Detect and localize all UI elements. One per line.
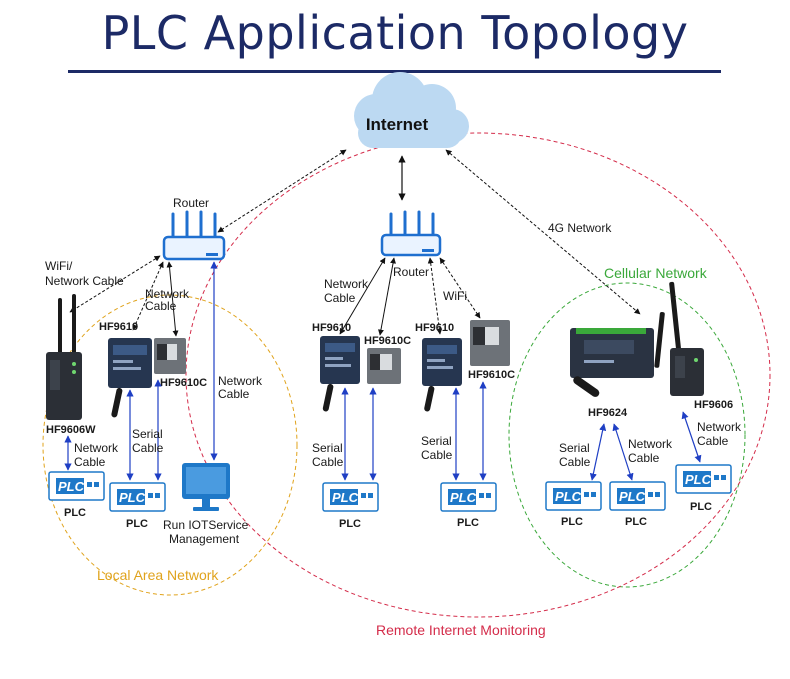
label-netcab-cell2-1: Network	[697, 420, 742, 434]
label-serial-c1-2: Cable	[312, 455, 344, 469]
label-wifi-center: WiFi	[443, 289, 467, 303]
label-serial-cell-2: Cable	[559, 455, 591, 469]
link-router-center-hf9610c-2	[439, 257, 481, 319]
hf9624-device-icon	[570, 328, 654, 397]
plc-label: PLC	[126, 518, 148, 530]
hf9610-center2-label: HF9610	[415, 322, 454, 334]
hf9624-label: HF9624	[588, 407, 628, 419]
hf9606-label: HF9606	[694, 399, 733, 411]
hf9610c-center1-label: HF9610C	[364, 335, 411, 347]
label-netcab-center-2: Cable	[324, 291, 356, 305]
label-netcab-w-2: Cable	[74, 455, 106, 469]
plc-label: PLC	[690, 501, 712, 513]
hf9610-center1-label: HF9610	[312, 322, 351, 334]
plc-label: PLC	[339, 518, 361, 530]
label-serial-c2-2: Cable	[421, 448, 453, 462]
cellular-zone-label: Cellular Network	[604, 265, 708, 281]
plc-badge-text: PLC	[619, 489, 646, 504]
plc-badge-text: PLC	[58, 479, 85, 494]
router-center-label: Router	[393, 265, 429, 279]
lan-zone-label: Local Area Network	[97, 567, 219, 583]
label-serial-lan-2: Cable	[132, 441, 164, 455]
label-serial-cell-1: Serial	[559, 441, 590, 455]
link-router-center-hf9610-1	[339, 257, 386, 335]
label-netcab-pc-1: Network	[218, 374, 263, 388]
link-hf9606-plc	[681, 411, 702, 463]
plc-badge-text: PLC	[450, 490, 477, 505]
label-netcab-center-1: Network	[324, 277, 369, 291]
internet-label: Internet	[366, 115, 429, 134]
hf9610c-center2-label: HF9610C	[468, 369, 515, 381]
label-netcab-cell1-1: Network	[628, 437, 673, 451]
hf9610-center1-device-icon	[320, 336, 360, 412]
hf9610c-left-device-icon	[154, 338, 186, 374]
pc-label-2: Management	[169, 532, 240, 546]
label-serial-c1-1: Serial	[312, 441, 343, 455]
title-underline	[68, 70, 721, 73]
label-netcab-cell2-2: Cable	[697, 434, 729, 448]
link-router-center-hf9610c-1	[378, 257, 396, 336]
label-netcab-pc-2: Cable	[218, 387, 250, 401]
plc-badge-text: PLC	[685, 472, 712, 487]
plc-badge-text: PLC	[119, 490, 146, 505]
label-netcab-router-1: Network	[145, 287, 190, 301]
plc-unit: PLC	[322, 482, 379, 512]
remote-zone-label: Remote Internet Monitoring	[376, 622, 546, 638]
hf9606w-label: HF9606W	[46, 424, 96, 436]
link-hf9624-plc-2	[612, 423, 634, 481]
plc-unit: PLC	[675, 464, 732, 494]
remote-zone-ring	[185, 132, 771, 618]
plc-label: PLC	[625, 516, 647, 528]
link-router-hf9610c-left	[166, 261, 179, 337]
page-title: PLC Application Topology	[101, 6, 689, 60]
label-serial-c2-1: Serial	[421, 434, 452, 448]
label-wifi-lan-1: WiFi/	[45, 259, 73, 273]
router-left-label: Router	[173, 196, 209, 210]
label-netcab-router-2: Cable	[145, 299, 177, 313]
cloud-icon	[354, 72, 469, 148]
link-internet-left-router	[217, 149, 347, 233]
hf9610c-center2-device-icon	[470, 320, 510, 366]
label-wifi-lan-2: Network Cable	[45, 274, 124, 288]
hf9610c-left-label: HF9610C	[160, 377, 207, 389]
hf9610-left-device-icon	[108, 338, 152, 418]
label-netcab-cell1-2: Cable	[628, 451, 660, 465]
plc-unit: PLC	[545, 481, 602, 511]
router-left-icon	[162, 210, 226, 261]
plc-label: PLC	[457, 517, 479, 529]
link-hf9624-plc-1	[589, 423, 607, 481]
link-router-center-hf9610-2	[427, 257, 443, 335]
router-center-icon	[380, 210, 442, 257]
plc-label: PLC	[561, 516, 583, 528]
link-router-hf9610-left	[132, 261, 164, 331]
monitor-icon	[182, 463, 230, 511]
hf9610-left-label: HF9610	[99, 321, 138, 333]
hf9606w-device-icon	[46, 294, 82, 420]
plc-unit: PLC	[609, 481, 666, 511]
plc-label: PLC	[64, 507, 86, 519]
label-4g-network: 4G Network	[548, 221, 612, 235]
hf9610-center2-device-icon	[422, 338, 462, 412]
hf9610c-center1-device-icon	[367, 348, 401, 384]
plc-badge-text: PLC	[555, 489, 582, 504]
plc-unit: PLC	[109, 482, 166, 512]
plc-badge-text: PLC	[332, 490, 359, 505]
pc-label-1: Run IOTService	[163, 518, 249, 532]
label-netcab-w-1: Network	[74, 441, 119, 455]
hf9606-device-icon	[654, 281, 704, 396]
plc-unit: PLC	[440, 482, 497, 512]
link-internet-cellular	[445, 149, 641, 315]
label-serial-lan-1: Serial	[132, 427, 163, 441]
plc-unit: PLC	[48, 471, 105, 501]
